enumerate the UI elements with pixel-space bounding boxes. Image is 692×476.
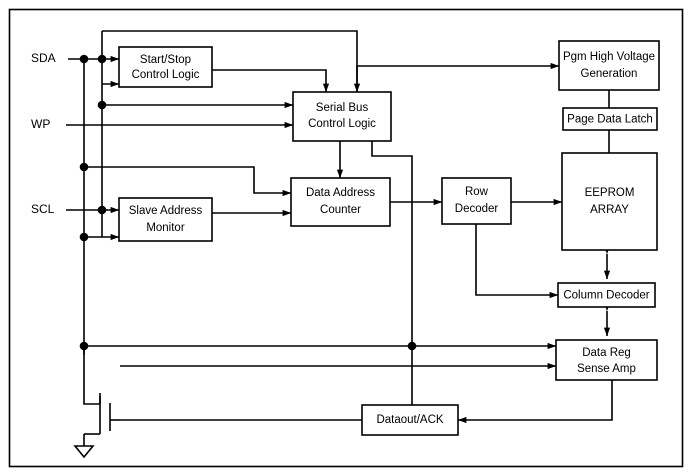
pin-label-scl: SCL xyxy=(31,202,55,216)
block-label-line1: Data Address xyxy=(306,187,375,199)
block-slave-address-monitor[interactable]: Slave Address Monitor xyxy=(118,197,213,242)
block-label-line2: Control Logic xyxy=(308,118,376,130)
diagram-border xyxy=(8,8,684,468)
block-data-reg-sense-amp[interactable]: Data Reg Sense Amp xyxy=(555,339,658,381)
block-label-line1: Data Reg xyxy=(582,347,631,359)
block-row-decoder[interactable]: Row Decoder xyxy=(441,177,512,225)
block-pgm-high-voltage-generation[interactable]: Pgm High Voltage Generation xyxy=(558,40,660,91)
block-column-decoder[interactable]: Column Decoder xyxy=(557,282,656,308)
block-data-address-counter[interactable]: Data Address Counter xyxy=(290,177,391,227)
junction-dot xyxy=(79,341,89,351)
block-serial-bus-control-logic[interactable]: Serial Bus Control Logic xyxy=(292,91,392,142)
block-label-line1: Column Decoder xyxy=(563,290,649,302)
block-start-stop-control-logic[interactable]: Start/Stop Control Logic xyxy=(118,46,213,88)
junction-dot xyxy=(79,162,89,172)
wire-data-reg-to-dataout-ack xyxy=(457,380,613,424)
block-label-line2: Decoder xyxy=(455,203,499,215)
pin-label-wp: WP xyxy=(31,117,50,131)
nmos-transistor xyxy=(83,393,120,446)
block-label-line1: Page Data Latch xyxy=(567,114,653,126)
block-label-line2: ARRAY xyxy=(590,204,629,216)
block-label-line2: Counter xyxy=(320,204,361,216)
junction-dot xyxy=(79,54,89,64)
ground-symbol xyxy=(73,445,95,459)
junction-dot xyxy=(97,54,107,64)
block-label-line1: Slave Address xyxy=(129,205,203,217)
wire-start-stop-to-serial-bus xyxy=(212,69,330,93)
block-label-line2: Sense Amp xyxy=(577,363,636,375)
wire-layer xyxy=(66,30,613,459)
block-label-line1: Dataout/ACK xyxy=(376,414,443,426)
wire-bus-to-transistor-drain xyxy=(83,346,100,405)
block-label-line1: Pgm High Voltage xyxy=(563,51,655,63)
wire-sda-to-data-addr-counter xyxy=(84,166,292,197)
block-label-line1: Row xyxy=(465,186,489,198)
block-eeprom-array[interactable]: EEPROM ARRAY xyxy=(561,152,658,251)
junction-dot xyxy=(407,341,417,351)
junction-dot xyxy=(97,100,107,110)
pin-label-sda: SDA xyxy=(31,51,56,65)
wire-serial-bus-to-dataout-ack xyxy=(371,141,416,419)
junction-dot xyxy=(97,205,107,215)
block-page-data-latch[interactable]: Page Data Latch xyxy=(562,107,658,131)
block-dataout-ack[interactable]: Dataout/ACK xyxy=(361,404,459,436)
block-label-line2: Control Logic xyxy=(132,69,200,81)
wire-row-decoder-to-col-decoder xyxy=(475,224,559,299)
block-label-line1: EEPROM xyxy=(585,187,635,199)
junction-dot xyxy=(79,232,89,242)
block-label-line2: Generation xyxy=(581,68,638,80)
block-label-line1: Start/Stop xyxy=(140,54,191,66)
block-label-line1: Serial Bus xyxy=(316,102,369,114)
block-label-line2: Monitor xyxy=(146,222,185,234)
